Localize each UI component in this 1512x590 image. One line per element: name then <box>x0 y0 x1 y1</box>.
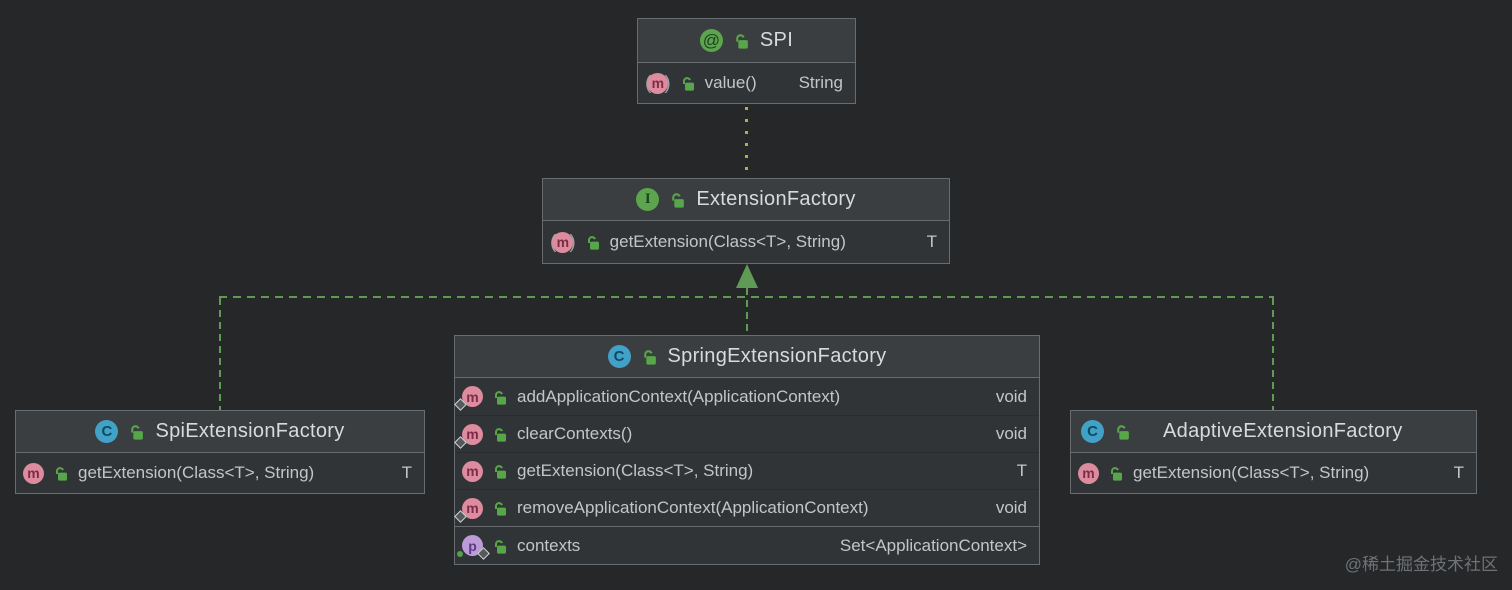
class-node-spring-extension-factory[interactable]: C SpringExtensionFactory m addApplicatio… <box>454 335 1040 565</box>
member-name: removeApplicationContext(ApplicationCont… <box>517 498 869 517</box>
member-row[interactable]: m removeApplicationContext(ApplicationCo… <box>454 489 1039 526</box>
member-row[interactable]: m getExtension(Class<T>, String) T <box>455 452 1039 489</box>
method-icon: m <box>454 497 483 523</box>
watermark: @稀土掘金技术社区 <box>1344 555 1498 574</box>
member-type: void <box>995 424 1027 443</box>
member-row[interactable]: m addApplicationContext(ApplicationConte… <box>454 378 1039 415</box>
public-visibility-lock-icon <box>492 463 508 479</box>
class-icon: C <box>95 420 119 443</box>
public-visibility-lock-icon <box>492 426 508 442</box>
field-row[interactable]: p contexts Set<ApplicationContext> <box>455 526 1039 564</box>
member-type: T <box>926 232 937 251</box>
public-visibility-lock-icon <box>128 423 145 440</box>
member-row[interactable]: ( m ) value() String <box>638 63 855 103</box>
member-row[interactable]: m clearContexts() void <box>454 415 1039 452</box>
class-node-spi-extension-factory[interactable]: C SpiExtensionFactory m getExtension(Cla… <box>15 410 425 494</box>
override-diamond-badge <box>454 435 467 449</box>
member-row[interactable]: ( m ) getExtension(Class<T>, String) T <box>543 221 949 263</box>
node-title: SPI <box>759 29 794 51</box>
member-name: getExtension(Class<T>, String) <box>1133 463 1370 482</box>
member-name: addApplicationContext(ApplicationContext… <box>517 386 841 406</box>
class-node-adaptive-extension-factory[interactable]: C AdaptiveExtensionFactory m getExtensio… <box>1070 410 1477 494</box>
annotation-dependency-edge <box>745 107 748 175</box>
public-visibility-lock-icon <box>585 234 601 250</box>
member-name: clearContexts() <box>517 424 633 443</box>
member-row[interactable]: m getExtension(Class<T>, String) T <box>1071 453 1476 493</box>
abstract-method-icon: ( m ) <box>645 72 671 94</box>
inheritance-edge-spring <box>746 288 748 335</box>
field-diamond-badge <box>477 547 490 560</box>
interface-icon: I <box>636 188 660 211</box>
member-row[interactable]: m getExtension(Class<T>, String) T <box>16 453 424 493</box>
public-visibility-lock-icon <box>492 389 508 405</box>
abstract-method-icon: ( m ) <box>550 231 576 253</box>
public-visibility-lock-icon <box>641 348 658 365</box>
method-icon: m <box>454 386 483 411</box>
method-icon: m <box>1078 462 1099 484</box>
member-type: void <box>995 498 1027 517</box>
method-icon: m <box>454 423 483 449</box>
inheritance-edge-adaptive <box>1272 298 1274 410</box>
field-dot-badge <box>457 551 463 557</box>
field-icon: p <box>457 535 490 560</box>
node-header[interactable]: @ SPI <box>638 19 855 63</box>
public-visibility-lock-icon <box>492 538 508 554</box>
annotation-icon: @ <box>699 29 723 52</box>
member-name: getExtension(Class<T>, String) <box>78 463 315 482</box>
override-diamond-badge <box>454 398 467 411</box>
node-header[interactable]: C AdaptiveExtensionFactory <box>1071 411 1476 453</box>
node-header[interactable]: C SpiExtensionFactory <box>16 411 424 453</box>
node-header[interactable]: I ExtensionFactory <box>543 179 949 221</box>
public-visibility-lock-icon <box>680 75 696 91</box>
field-name: contexts <box>517 535 581 555</box>
member-name: getExtension(Class<T>, String) <box>517 461 754 480</box>
inheritance-edge-spi <box>219 298 221 410</box>
class-node-spi[interactable]: @ SPI ( m ) value() String <box>637 18 856 104</box>
member-type: T <box>401 463 412 482</box>
inheritance-arrowhead-icon <box>736 264 758 288</box>
node-title: SpringExtensionFactory <box>667 345 887 367</box>
public-visibility-lock-icon <box>669 191 686 208</box>
node-title: ExtensionFactory <box>696 188 856 210</box>
class-node-extension-factory[interactable]: I ExtensionFactory ( m ) getExtension(Cl… <box>542 178 950 264</box>
class-icon: C <box>607 345 631 368</box>
field-type: Set<ApplicationContext> <box>839 535 1027 555</box>
member-type: void <box>995 386 1027 406</box>
node-title: SpiExtensionFactory <box>155 420 345 442</box>
inheritance-edge-horizontal <box>219 296 1274 298</box>
member-name: value() <box>704 73 757 92</box>
member-type: T <box>1453 463 1464 482</box>
member-type: T <box>1016 461 1027 480</box>
public-visibility-lock-icon <box>733 32 750 49</box>
member-type: String <box>798 73 843 92</box>
method-icon: m <box>23 462 44 484</box>
public-visibility-lock-icon <box>53 465 69 481</box>
method-icon: m <box>462 460 483 482</box>
class-icon: C <box>1081 420 1104 443</box>
member-name: getExtension(Class<T>, String) <box>609 232 846 251</box>
override-diamond-badge <box>454 509 467 523</box>
public-visibility-lock-icon <box>1108 465 1124 481</box>
public-visibility-lock-icon <box>492 500 508 516</box>
node-header[interactable]: C SpringExtensionFactory <box>455 336 1039 378</box>
node-title: AdaptiveExtensionFactory <box>1163 420 1403 442</box>
public-visibility-lock-icon <box>1114 423 1131 440</box>
